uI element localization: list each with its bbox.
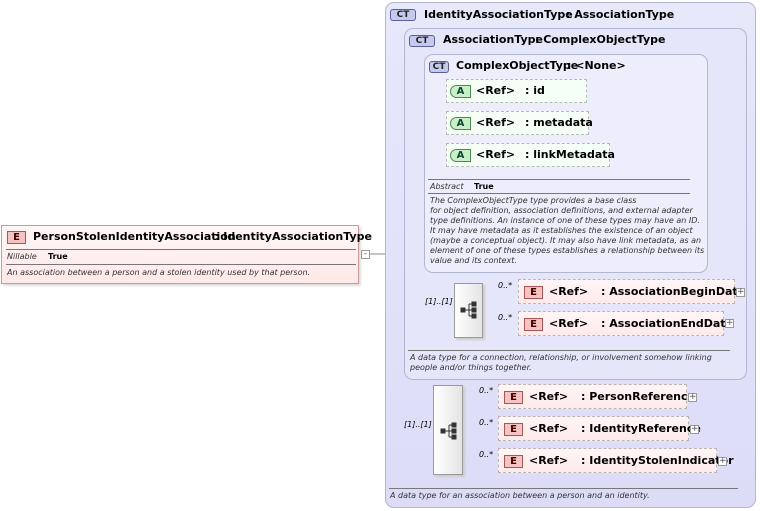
complex-object-type-doc-line: type definitions. An instance of one of … [430,216,700,225]
expand-icon[interactable]: + [688,392,697,402]
sequence-cardinality: [1]..[1] [425,297,453,306]
attribute-badge: A [450,85,471,98]
element-ref: <Ref> [549,317,589,330]
sequence-compositor[interactable] [454,283,483,338]
element-ref: <Ref> [529,390,569,403]
element-cardinality: 0..* [498,313,513,322]
complex-object-type-name: ComplexObjectType [456,59,579,72]
element-association-end-date[interactable]: E <Ref> : AssociationEndDate [518,311,733,336]
root-element-box[interactable]: E PersonStolenIdentityAssociation : Iden… [1,225,372,284]
complex-object-type-doc-line: for object definition, association defin… [430,206,693,215]
element-badge: E [504,423,523,436]
attribute-metadata[interactable]: A <Ref> : metadata [446,111,593,135]
identity-association-type-doc: A data type for an association between a… [390,491,650,500]
association-type-doc-line-1: A data type for a connection, relationsh… [410,353,712,362]
expand-icon[interactable]: + [690,424,699,434]
element-name: : IdentityReference [581,422,701,435]
complex-object-type-doc-line: The ComplexObjectType type provides a ba… [430,196,637,205]
root-element-type: : IdentityAssociationType [215,230,372,243]
complex-object-type-doc-line: value and its context. [430,256,517,265]
element-cardinality: 0..* [479,418,494,427]
attribute-name: : id [525,84,545,97]
element-badge: E [524,318,543,331]
nillable-value: True [48,252,68,261]
divider [428,193,690,194]
divider [6,249,356,250]
element-ref: <Ref> [529,454,569,467]
attribute-name: : linkMetadata [525,148,615,161]
identity-association-type-name: IdentityAssociationType [424,8,573,21]
divider [428,179,690,180]
element-name: : PersonReference [581,390,695,403]
sequence-icon [460,301,477,319]
complex-object-type-doc-line: element of one of these types establishe… [430,246,705,255]
association-type-name: AssociationType [443,33,543,46]
expand-icon[interactable]: + [718,456,727,466]
element-identity-stolen-indicator[interactable]: E <Ref> : IdentityStolenIndicator [498,448,734,473]
element-cardinality: 0..* [479,386,494,395]
element-person-reference[interactable]: E <Ref> : PersonReference [498,384,695,409]
complex-type-badge: CT [429,61,449,73]
root-element-name: PersonStolenIdentityAssociation [33,230,236,243]
element-name: : AssociationBeginDate [601,285,746,298]
complex-object-type-base: : <None> [567,59,626,72]
identity-association-type-base: : AssociationType [566,8,675,21]
abstract-value: True [474,182,494,191]
element-association-begin-date[interactable]: E <Ref> : AssociationBeginDate [518,279,745,304]
complex-object-type-doc-line: (maybe a conceptual object). It may also… [430,236,702,245]
complex-type-badge: CT [409,35,435,47]
complex-object-type-doc-line: It may have metadata as it establishes t… [430,226,693,235]
element-name: : AssociationEndDate [601,317,734,330]
complex-type-badge: CT [390,9,416,21]
abstract-label: Abstract [430,182,464,191]
element-cardinality: 0..* [479,450,494,459]
expand-icon[interactable]: + [725,318,734,328]
element-badge: E [524,286,543,299]
expand-toggle-icon[interactable]: - [361,250,370,259]
attribute-ref: <Ref> [476,84,516,97]
element-ref: <Ref> [529,422,569,435]
expand-icon[interactable]: + [736,287,745,297]
attribute-badge: A [450,149,471,162]
attribute-ref: <Ref> [476,148,516,161]
sequence-compositor[interactable] [433,385,463,475]
association-type-doc-line-2: people and/or things together. [410,363,532,372]
nillable-label: Nillable [7,252,37,261]
attribute-ref: <Ref> [476,116,516,129]
element-ref: <Ref> [549,285,589,298]
sequence-cardinality: [1]..[1] [404,420,432,429]
element-cardinality: 0..* [498,281,513,290]
element-badge: E [504,455,523,468]
attribute-link-metadata[interactable]: A <Ref> : linkMetadata [446,143,615,167]
divider [389,488,738,489]
root-element-doc: An association between a person and a st… [7,268,311,277]
divider [408,350,730,351]
attribute-name: : metadata [525,116,593,129]
association-type-base: : ComplexObjectType [535,33,666,46]
divider [6,264,356,265]
element-badge: E [7,231,26,244]
element-badge: E [504,391,523,404]
element-name: : IdentityStolenIndicator [581,454,734,467]
element-identity-reference[interactable]: E <Ref> : IdentityReference [498,416,701,441]
sequence-icon [440,422,457,440]
attribute-id[interactable]: A <Ref> : id [446,79,587,103]
attribute-badge: A [450,117,471,130]
